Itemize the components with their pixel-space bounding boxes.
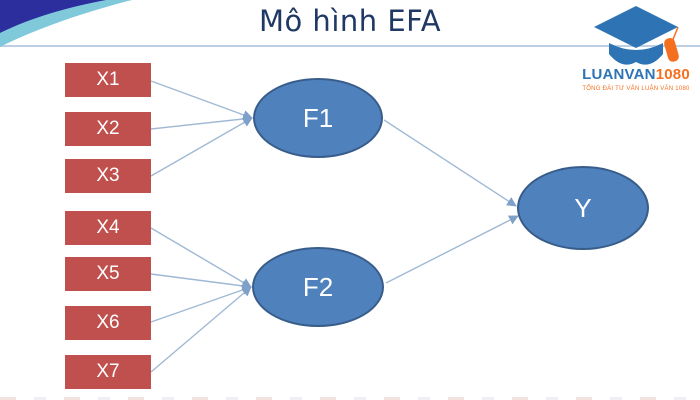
arrow-x3-f1 bbox=[150, 117, 253, 177]
graduation-cap-icon bbox=[594, 6, 679, 65]
title-divider bbox=[0, 45, 700, 47]
cropped-text-artifact bbox=[0, 397, 700, 400]
factor-ellipse-f1: F1 bbox=[253, 78, 383, 158]
arrow-f2-y bbox=[385, 215, 519, 284]
brand-name-number: 1080 bbox=[655, 66, 690, 83]
arrow-x7-f2 bbox=[150, 286, 252, 373]
arrow-x4-f2 bbox=[150, 227, 252, 288]
brand-name: LUANVAN1080 bbox=[574, 66, 698, 83]
variable-box-x5: X5 bbox=[65, 257, 151, 291]
arrow-x1-f1 bbox=[150, 80, 253, 120]
variable-box-x6: X6 bbox=[65, 306, 151, 340]
brand-logo: LUANVAN1080 TỔNG ĐÀI TƯ VẤN LUẬN VĂN 108… bbox=[574, 0, 698, 100]
variable-box-x3: X3 bbox=[65, 159, 151, 193]
page-title: Mô hình EFA bbox=[258, 4, 442, 38]
outcome-ellipse-y: Y bbox=[517, 166, 649, 250]
arrow-x6-f2 bbox=[150, 285, 252, 323]
arrow-f1-y bbox=[383, 119, 517, 207]
variable-box-x1: X1 bbox=[65, 63, 151, 97]
arrow-x5-f2 bbox=[150, 273, 252, 291]
corner-ribbon-icon bbox=[0, 0, 132, 47]
arrow-x2-f1 bbox=[150, 114, 253, 130]
brand-name-main: LUANVAN bbox=[582, 66, 656, 83]
brand-tagline: TỔNG ĐÀI TƯ VẤN LUẬN VĂN 1080 bbox=[582, 86, 690, 92]
variable-box-x7: X7 bbox=[65, 355, 151, 389]
variable-box-x2: X2 bbox=[65, 112, 151, 146]
factor-ellipse-f2: F2 bbox=[252, 247, 384, 327]
variable-box-x4: X4 bbox=[65, 211, 151, 245]
